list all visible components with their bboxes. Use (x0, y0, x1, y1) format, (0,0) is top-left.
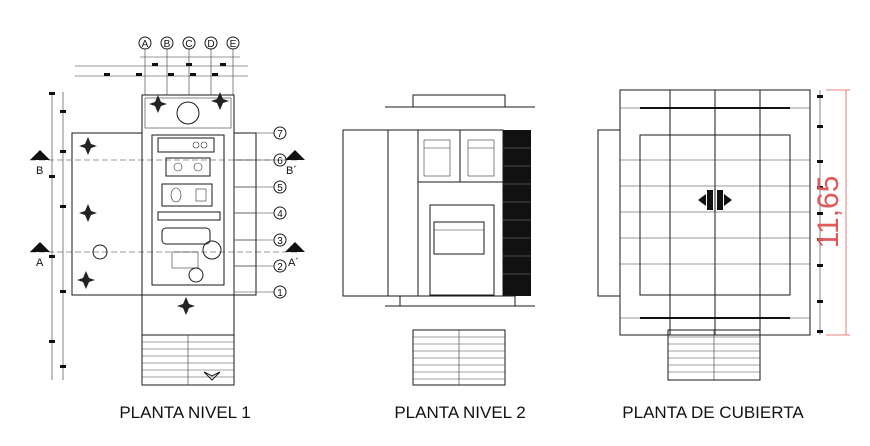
roof-left-overhang (597, 129, 621, 297)
bed-right (467, 139, 495, 177)
upper-deck-hatch (144, 97, 232, 129)
plant-icon-3 (77, 271, 95, 289)
master-room-floor (429, 204, 495, 296)
axis-label-2: 2 (277, 262, 283, 273)
house-body-level-1 (141, 94, 235, 296)
axis-label-3: 3 (277, 236, 283, 247)
axis-label-5: 5 (277, 183, 283, 194)
hammock-icon (92, 244, 108, 260)
plan-cubierta: 11,65 PLANTA DE CUBIERTA (597, 89, 850, 422)
round-table (176, 101, 200, 125)
section-b-left: B (36, 165, 43, 177)
caption-planta-de-cubierta: PLANTA DE CUBIERTA (622, 403, 804, 422)
plant-icon-2 (79, 204, 97, 222)
bed-left (423, 139, 451, 177)
plant-icon-5 (211, 92, 229, 110)
grid-axes-letters: A B C D E (138, 36, 240, 95)
section-marks: B B´ A A´ (30, 150, 305, 269)
plant-icon-6 (177, 297, 195, 315)
dimension-lines-top (75, 56, 248, 77)
double-bed (433, 221, 485, 255)
plan-nivel-2: PLANTA NIVEL 2 (342, 94, 535, 422)
ridge-symbol-icon (698, 190, 732, 210)
caption-planta-nivel-1: PLANTA NIVEL 1 (119, 403, 250, 422)
caption-planta-nivel-2: PLANTA NIVEL 2 (394, 403, 525, 422)
stair-hatch (387, 129, 419, 297)
section-a-left: A (36, 257, 44, 269)
dark-room (503, 130, 531, 296)
bathroom (161, 183, 213, 207)
plant-icon-4 (149, 95, 167, 113)
roof-inner-panel (639, 134, 791, 296)
dining-table (165, 157, 211, 177)
axis-label-4: 4 (277, 209, 283, 220)
axis-label-6: 6 (277, 156, 283, 167)
coffee-table (171, 251, 199, 269)
section-b-right: B´ (286, 165, 297, 177)
lower-deck (141, 294, 235, 336)
plant-icon-1 (79, 137, 97, 155)
roof-dimension-label: 11,65 (812, 176, 845, 249)
entry-arrow-icon (203, 371, 221, 381)
kitchen-counter (157, 137, 215, 153)
axis-label-1: 1 (277, 288, 283, 299)
left-wing (342, 129, 389, 297)
right-deck (233, 132, 257, 296)
sofa (161, 227, 211, 245)
plan-nivel-1: A B C D E 7 6 5 4 3 2 (30, 36, 305, 422)
axis-label-7: 7 (277, 129, 283, 140)
armchair (202, 240, 222, 260)
section-a-right: A´ (288, 257, 299, 269)
axis-label-e: E (230, 39, 237, 50)
axis-label-c: C (185, 39, 192, 50)
axis-label-a: A (142, 39, 149, 50)
axis-label-d: D (207, 39, 214, 50)
dimension-lines-left (49, 92, 66, 380)
balcony-rail (399, 295, 516, 307)
bedroom-right (459, 129, 504, 183)
axis-label-b: B (164, 39, 171, 50)
roof-eave-top (412, 94, 506, 108)
